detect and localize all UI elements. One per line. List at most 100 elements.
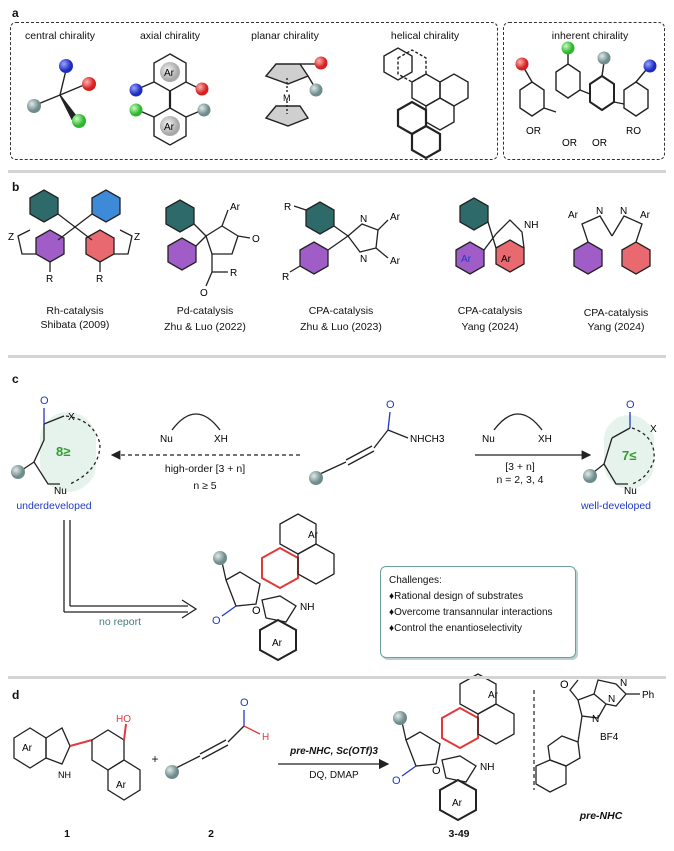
right-ring-x: X — [650, 424, 657, 435]
product-c-ar-top: Ar — [308, 530, 319, 541]
left-ring-o: O — [40, 395, 49, 407]
product-c-o-carbonyl: O — [212, 615, 221, 627]
helical-chirality-molecule — [383, 47, 469, 160]
pd-o2: O — [200, 288, 208, 299]
separator-cd — [8, 676, 666, 679]
right-n-range: n = 2, 3, 4 — [496, 474, 544, 486]
central-chirality-label: central chirality — [24, 30, 96, 42]
planar-chirality-label: planar chirality — [251, 30, 319, 42]
cpa23-r-bottom: R — [282, 272, 289, 283]
cmpd1-ar-bottom: Ar — [116, 780, 127, 791]
ynamide-substrate — [309, 411, 409, 485]
left-n-range: n ≥ 5 — [193, 480, 217, 492]
product-d-o-ring: O — [432, 765, 441, 777]
separator-ab — [8, 170, 666, 173]
product-d-ar-top: Ar — [488, 690, 499, 701]
plus-sign: + — [151, 752, 159, 766]
cpa23-method: CPA-catalysis — [308, 305, 374, 317]
ynamide-o: O — [386, 399, 395, 411]
axial-ar-bottom: Ar — [164, 122, 175, 133]
axial-chirality-molecule — [129, 53, 211, 146]
cpa-2023-molecule — [289, 201, 389, 275]
chirality-box-2 — [503, 22, 665, 160]
underdeveloped-ring — [11, 408, 101, 492]
precatalyst-label: pre-NHC — [579, 810, 623, 822]
product-d-o-carbonyl: O — [392, 775, 401, 787]
yang2-ar-right: Ar — [640, 210, 651, 221]
well-developed-caption: well-developed — [580, 500, 652, 512]
cpa23-ar1: Ar — [390, 212, 401, 223]
yang2-n-left: N — [596, 206, 603, 217]
product-3-49 — [393, 673, 515, 822]
no-report-arrow — [63, 520, 198, 619]
cmpd1-nh: NH — [58, 770, 71, 780]
calix-or-2: OR — [562, 138, 577, 149]
right-reagent — [493, 413, 543, 431]
pre-nhc-n3: N — [592, 714, 599, 725]
ynamide-nhch3: NHCH3 — [410, 434, 445, 445]
left-condition: high-order [3 + n] — [164, 463, 246, 475]
yang1-nh: NH — [524, 220, 538, 231]
challenges-title: Challenges: — [389, 575, 442, 586]
pre-nhc-bf4: BF4 — [600, 732, 619, 743]
yang1-ar: Ar — [501, 254, 512, 265]
product-c-ar-bottom: Ar — [272, 638, 283, 649]
central-chirality-molecule — [27, 59, 96, 128]
right-ring-o: O — [626, 399, 635, 411]
left-ring-x: X — [68, 412, 75, 423]
calix-ro: RO — [626, 126, 641, 137]
axial-chirality-label: axial chirality — [139, 30, 201, 42]
chirality-box-1 — [10, 22, 498, 160]
yang2-author: Yang (2024) — [587, 321, 645, 333]
product-d-nh: NH — [480, 762, 494, 773]
pd-method: Pd-catalysis — [176, 305, 234, 317]
left-ring-nu: Nu — [54, 486, 67, 497]
cpa23-n2: N — [360, 254, 367, 265]
challenge-text-1: Rational design of substrates — [394, 591, 524, 602]
panel-b-label: b — [12, 180, 20, 194]
panel-c-product — [213, 513, 335, 662]
yang2-ar-left: Ar — [568, 210, 579, 221]
challenge-text-2: Overcome transannular interactions — [394, 607, 553, 618]
panel-a-label: a — [12, 6, 19, 20]
pd-ar: Ar — [230, 202, 241, 213]
pd-author: Zhu & Luo (2022) — [164, 321, 246, 333]
challenges-box: Challenges: ♦Rational design of substrat… — [380, 566, 576, 658]
compound-2 — [165, 710, 261, 779]
pre-nhc-o: O — [560, 679, 569, 691]
right-condition: [3 + n] — [505, 461, 535, 473]
cmpd2-o: O — [240, 697, 249, 709]
well-developed-ring — [583, 412, 655, 489]
compound-2-label: 2 — [208, 828, 214, 840]
catalyst-conditions: pre-NHC, Sc(OTf)3 — [280, 746, 388, 757]
yang1-method: CPA-catalysis — [457, 305, 523, 317]
left-ring-size: 8≥ — [56, 444, 70, 459]
cpa-yang-1-molecule — [455, 197, 525, 275]
product-d-ar-bottom: Ar — [452, 798, 463, 809]
right-ring-nu: Nu — [624, 486, 637, 497]
cpa23-r-top: R — [284, 202, 291, 213]
calix-or-1: OR — [526, 126, 541, 137]
yang2-method: CPA-catalysis — [583, 307, 649, 319]
cmpd1-ho: HO — [116, 714, 131, 725]
pre-nhc-n2: N — [608, 694, 615, 705]
separator-bc — [8, 355, 666, 358]
challenge-item-1: ♦Rational design of substrates — [389, 591, 524, 602]
pre-nhc-n1: N — [620, 678, 627, 689]
left-reagent — [171, 413, 221, 431]
pre-nhc-ph: Ph — [642, 690, 654, 701]
rh-method: Rh-catalysis — [46, 305, 104, 317]
yang1-author: Yang (2024) — [461, 321, 519, 333]
cpa23-n1: N — [360, 214, 367, 225]
product-c-nh: NH — [300, 602, 314, 613]
challenge-item-2: ♦Overcome transannular interactions — [389, 607, 553, 618]
pd-o: O — [252, 234, 260, 245]
left-reagent-xh: XH — [214, 434, 228, 445]
rh-z-left: Z — [8, 232, 14, 243]
planar-chirality-molecule — [264, 56, 328, 127]
cmpd1-ar-left: Ar — [22, 743, 33, 754]
underdeveloped-caption: underdeveloped — [16, 500, 92, 512]
right-ring-size: 7≤ — [622, 448, 636, 463]
rh-r-right: R — [96, 274, 103, 285]
